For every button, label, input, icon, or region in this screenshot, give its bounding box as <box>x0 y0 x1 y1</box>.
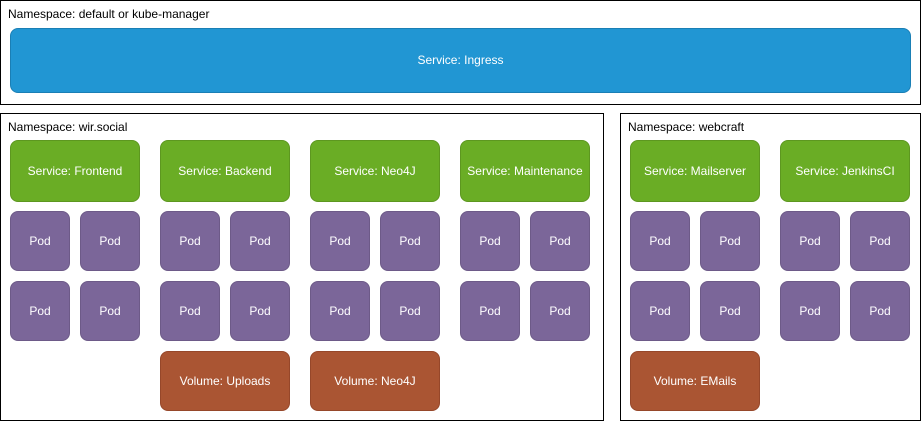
pod[interactable]: Pod <box>530 211 590 271</box>
pod[interactable]: Pod <box>80 281 140 341</box>
namespace-label-ns-wir-social: Namespace: wir.social <box>8 120 128 134</box>
pod[interactable]: Pod <box>230 281 290 341</box>
pod[interactable]: Pod <box>160 281 220 341</box>
pod[interactable]: Pod <box>380 211 440 271</box>
pod[interactable]: Pod <box>630 281 690 341</box>
service-neo4j[interactable]: Service: Neo4J <box>310 140 440 202</box>
pod[interactable]: Pod <box>310 281 370 341</box>
namespace-label-ns-webcraft: Namespace: webcraft <box>628 120 745 134</box>
service-frontend[interactable]: Service: Frontend <box>10 140 140 202</box>
volume-emails[interactable]: Volume: EMails <box>630 351 760 411</box>
service-ingress[interactable]: Service: Ingress <box>10 28 911 93</box>
pod[interactable]: Pod <box>850 211 910 271</box>
service-mailserver[interactable]: Service: Mailserver <box>630 140 760 202</box>
pod[interactable]: Pod <box>10 211 70 271</box>
pod[interactable]: Pod <box>630 211 690 271</box>
pod[interactable]: Pod <box>700 211 760 271</box>
volume-uploads[interactable]: Volume: Uploads <box>160 351 290 411</box>
namespace-label-ns-default: Namespace: default or kube-manager <box>8 7 210 21</box>
pod[interactable]: Pod <box>460 281 520 341</box>
pod[interactable]: Pod <box>780 211 840 271</box>
pod[interactable]: Pod <box>460 211 520 271</box>
pod[interactable]: Pod <box>230 211 290 271</box>
service-maintenance[interactable]: Service: Maintenance <box>460 140 590 202</box>
service-jenkinsci[interactable]: Service: JenkinsCI <box>780 140 910 202</box>
pod[interactable]: Pod <box>380 281 440 341</box>
pod[interactable]: Pod <box>10 281 70 341</box>
pod[interactable]: Pod <box>310 211 370 271</box>
pod[interactable]: Pod <box>160 211 220 271</box>
volume-neo4j[interactable]: Volume: Neo4J <box>310 351 440 411</box>
service-backend[interactable]: Service: Backend <box>160 140 290 202</box>
pod[interactable]: Pod <box>80 211 140 271</box>
pod[interactable]: Pod <box>780 281 840 341</box>
pod[interactable]: Pod <box>850 281 910 341</box>
pod[interactable]: Pod <box>700 281 760 341</box>
pod[interactable]: Pod <box>530 281 590 341</box>
